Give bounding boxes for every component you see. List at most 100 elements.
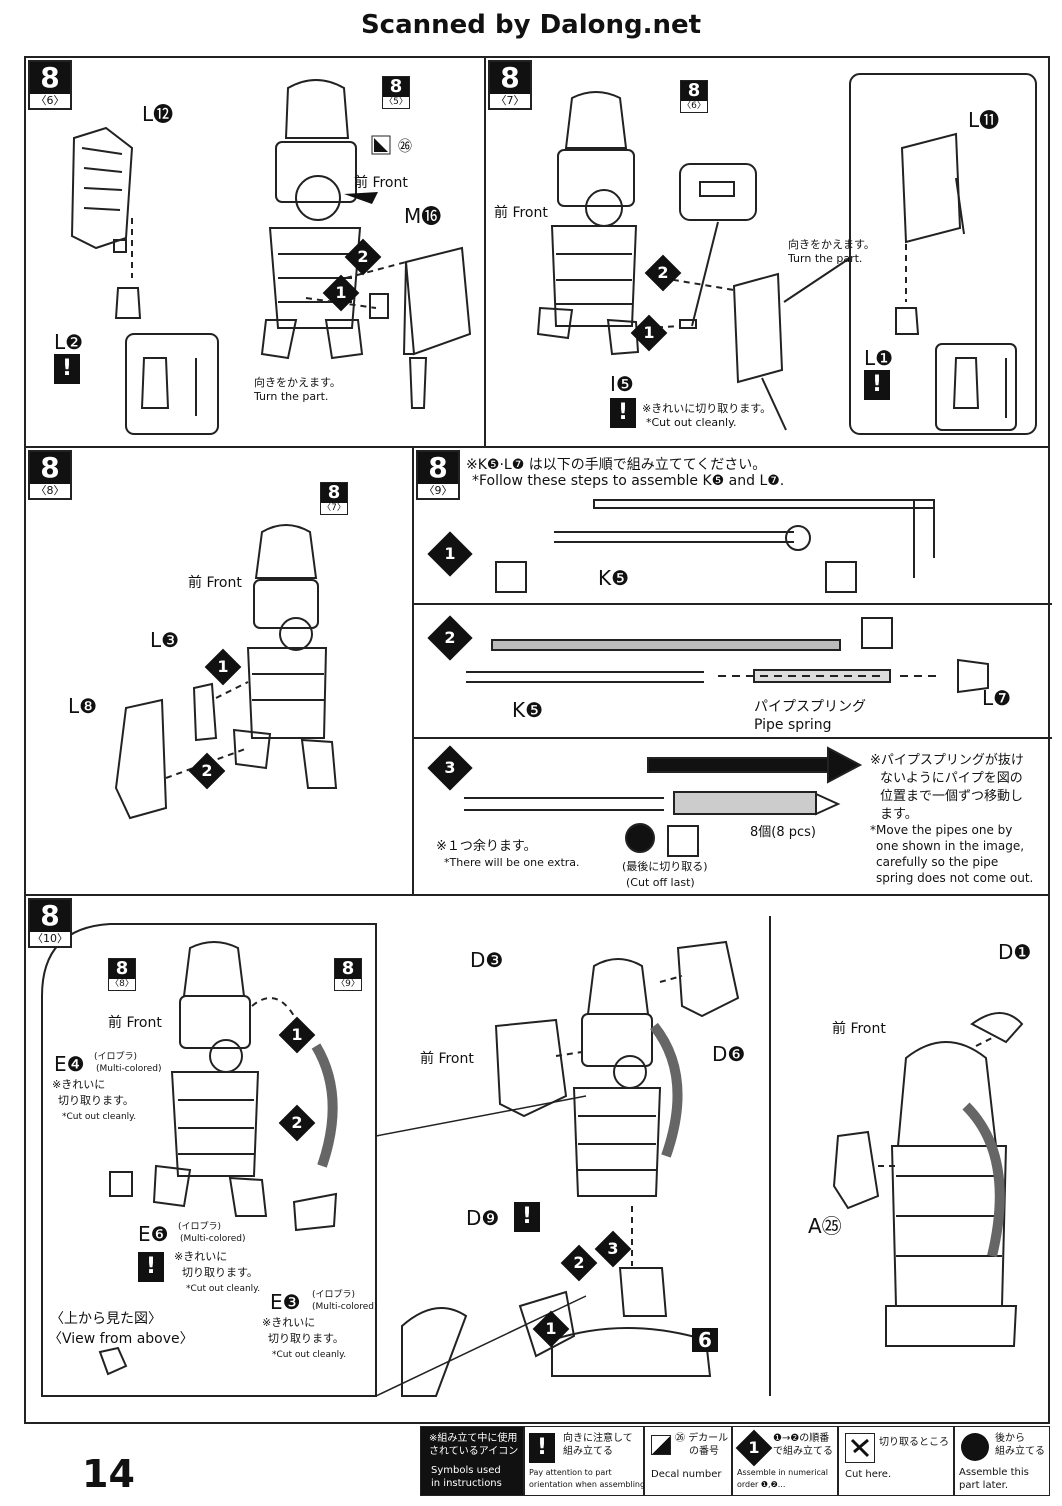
legend-text: で組み立てる [773, 1446, 833, 1457]
multi-colored-en: (Multi-colored) [312, 1302, 378, 1312]
legend-text-en: order ❶,❷... [737, 1480, 786, 1489]
order-marker-2: 2 [560, 1244, 598, 1282]
step-badge: 8 〈9〉 [416, 450, 460, 500]
decal-number: ㉖ [398, 139, 412, 155]
procedure-step-3: 3 [427, 745, 473, 791]
part-label-k5: K❺ [598, 566, 630, 590]
step-number: 8 [490, 62, 530, 94]
part-6-badge: 6 [692, 1328, 718, 1352]
turn-note-jp: 向きをかえます。 [788, 238, 875, 251]
step-badge: 8 〈8〉 [28, 450, 72, 500]
legend-text-en: Decal number [651, 1469, 722, 1480]
step-badge: 8 〈6〉 [28, 60, 72, 110]
legend-text-en: Pay attention to part [529, 1468, 612, 1477]
pipe-count: 8個(8 pcs) [750, 825, 816, 840]
part-label-i5: I❺ [610, 372, 634, 396]
legend-text: 切り取るところ [879, 1437, 949, 1448]
cut-note-en: *Cut out cleanly. [646, 416, 737, 429]
order-marker-1: 1 [630, 314, 668, 352]
cut-note-jp: ※きれいに切り取ります。 [642, 402, 772, 415]
illustration-torso-completion [41, 916, 1024, 1397]
panel-step-8-6: 8 〈6〉 8 〈5〉 L⓬ L❷ ! M⓰ ㉖ 前 Front 向きをかえます… [24, 56, 486, 448]
note-line: 位置まで一個ずつ移動し [880, 789, 1024, 804]
part-label-k5-row2: K❺ [512, 698, 544, 722]
reference-substep: 〈8〉 [110, 979, 134, 989]
order-marker-1: 1 [532, 1310, 570, 1348]
pipe-note-en: *Move the pipes one by one shown in the … [870, 822, 1033, 886]
part-label-d6: D❻ [712, 1042, 746, 1066]
cut-icon [845, 1433, 875, 1463]
illustration-waist [114, 524, 338, 820]
legend-attention: ! 向きに注意して 組み立てる Pay attention to part or… [524, 1426, 648, 1496]
pipe-spring-jp: パイプスプリング [754, 699, 866, 715]
part-label-l2: L❷ [54, 330, 84, 354]
reference-step: 8 [383, 77, 409, 97]
procedure-step-1: 1 [427, 531, 473, 577]
multi-colored-en: (Multi-colored) [180, 1234, 246, 1244]
panel-step-8-10: 8 〈10〉 8 〈8〉 8 〈9〉 前 Front E❹ (イロプラ) (Mu… [24, 894, 1050, 1424]
attention-icon: ! [138, 1252, 164, 1282]
multi-colored-jp: (イロプラ) [178, 1222, 222, 1232]
legend-text: 組み立てる [563, 1446, 613, 1457]
turn-note-en: Turn the part. [788, 252, 863, 265]
part-label-l11: L⓫ [968, 108, 1000, 132]
part-label-d3: D❸ [470, 948, 504, 972]
legend-decal: ㉖ デカール の番号 Decal number [644, 1426, 732, 1496]
cut-note-jp: ※きれいに [52, 1078, 106, 1091]
extra-note-jp: ※１つ余ります。 [436, 839, 537, 854]
note-line: *Move the pipes one by [870, 823, 1013, 837]
cut-last-en: (Cut off last) [626, 876, 695, 889]
panel-step-8-9: 8 〈9〉 ※K❺·L❼ は以下の手順で組み立ててください。 *Follow t… [412, 446, 1052, 896]
reference-step: 8 [321, 483, 347, 503]
part-label-a25: A㉕ [808, 1214, 842, 1238]
intro-en: *Follow these steps to assemble K❺ and L… [472, 473, 785, 489]
legend-text: 向きに注意して [563, 1433, 633, 1444]
step-badge: 8 〈10〉 [28, 898, 72, 948]
front-label: 前 Front [420, 1051, 474, 1067]
page-number: 14 [82, 1452, 135, 1496]
cut-note-jp: ※きれいに [174, 1250, 228, 1263]
front-label: 前 Front [108, 1015, 162, 1031]
scan-credit: Scanned by Dalong.net [360, 10, 702, 40]
note-line: ます。 [880, 807, 918, 822]
reference-step: 8 [681, 81, 707, 101]
legend-title-en: Symbols used [431, 1465, 501, 1476]
order-icon: 1 [735, 1429, 773, 1467]
cut-last-jp: (最後に切り取る) [622, 860, 708, 873]
part-label-l8: L❽ [68, 694, 98, 718]
order-marker-1: 1 [204, 648, 242, 686]
legend-text: ❶→❷の順番 [773, 1433, 830, 1444]
pipe-spring-en: Pipe spring [754, 717, 832, 733]
intro-jp: ※K❺·L❼ は以下の手順で組み立ててください。 [466, 457, 767, 473]
substep-number: 〈10〉 [32, 932, 68, 945]
reference-badge: 8 〈7〉 [320, 482, 348, 515]
legend-title: ※組み立て中に使用 されているアイコン Symbols used in inst… [420, 1426, 524, 1496]
attention-icon: ! [864, 370, 890, 400]
legend-text: 組み立てる [995, 1446, 1045, 1457]
legend-text-en: orientation when assembling. [529, 1480, 648, 1489]
part-label-l3: L❸ [150, 628, 180, 652]
order-marker-2: 2 [344, 238, 382, 276]
legend-text-en: Assemble in numerical [737, 1468, 829, 1477]
reference-substep: 〈5〉 [384, 97, 408, 107]
multi-colored-jp: (イロプラ) [312, 1290, 356, 1300]
order-marker-1: 1 [322, 274, 360, 312]
step-number: 8 [418, 452, 458, 484]
multi-colored-jp: (イロプラ) [94, 1052, 138, 1062]
cut-note-jp-2: 切り取ります。 [58, 1094, 134, 1107]
substep-number: 〈9〉 [423, 484, 453, 497]
reference-step: 8 [109, 959, 135, 979]
legend-text: の番号 [689, 1446, 719, 1457]
order-marker-2: 2 [188, 752, 226, 790]
order-marker-1: 1 [278, 1016, 316, 1054]
cut-note-jp-2: 切り取ります。 [268, 1332, 344, 1345]
view-from-above-jp: 〈上から見た図〉 [50, 1311, 162, 1327]
extra-note-en: *There will be one extra. [444, 856, 580, 869]
legend-text-en: part later. [959, 1480, 1009, 1491]
attention-icon: ! [54, 354, 80, 384]
front-label: 前 Front [188, 575, 242, 591]
cut-note-jp-2: 切り取ります。 [182, 1266, 258, 1279]
part-label-e4: E❹ [54, 1052, 85, 1076]
cut-icon-graphic [850, 1438, 870, 1458]
panel-step-8-7: 8 〈7〉 8 〈6〉 前 Front L⓫ L❶ ! I❺ 向きをかえます。 … [484, 56, 1050, 448]
